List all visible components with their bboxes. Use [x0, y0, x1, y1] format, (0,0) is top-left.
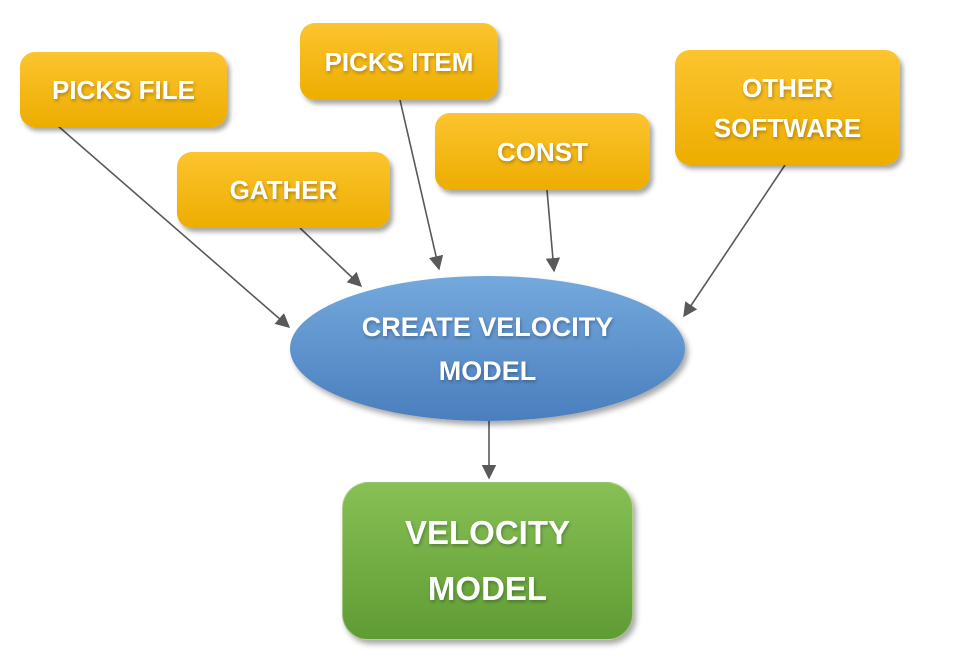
node-create-velocity-model: CREATE VELOCITY MODEL: [290, 276, 685, 421]
arrow-const-to-create-velocity-model: [545, 189, 561, 273]
node-const-label: CONST: [497, 136, 588, 167]
node-picks-item: PICKS ITEM: [300, 23, 498, 100]
arrow-gather-to-create-velocity-model: [299, 227, 363, 287]
arrow-picks-item-to-create-velocity-model: [399, 99, 444, 271]
node-velocity-model: VELOCITY MODEL: [342, 482, 633, 640]
node-velocity-model-label-line2: MODEL: [427, 570, 548, 607]
node-picks-item-label: PICKS ITEM: [324, 46, 474, 77]
node-other-software-label-line1: OTHER: [742, 72, 833, 103]
node-velocity-model-label-line1: VELOCITY: [404, 514, 571, 551]
node-gather: GATHER: [177, 152, 390, 228]
node-picks-file: PICKS FILE: [20, 52, 227, 127]
arrow-other-software-to-create-velocity-model: [683, 164, 786, 318]
node-other-software: OTHER SOFTWARE: [675, 50, 900, 165]
node-gather-label: GATHER: [229, 175, 338, 205]
node-create-velocity-model-label-line1: CREATE VELOCITY: [361, 311, 614, 342]
node-const: CONST: [435, 113, 650, 190]
node-create-velocity-model-label-line2: MODEL: [438, 355, 537, 386]
node-other-software-label-line2: SOFTWARE: [713, 112, 862, 143]
node-picks-file-label: PICKS FILE: [51, 74, 195, 105]
